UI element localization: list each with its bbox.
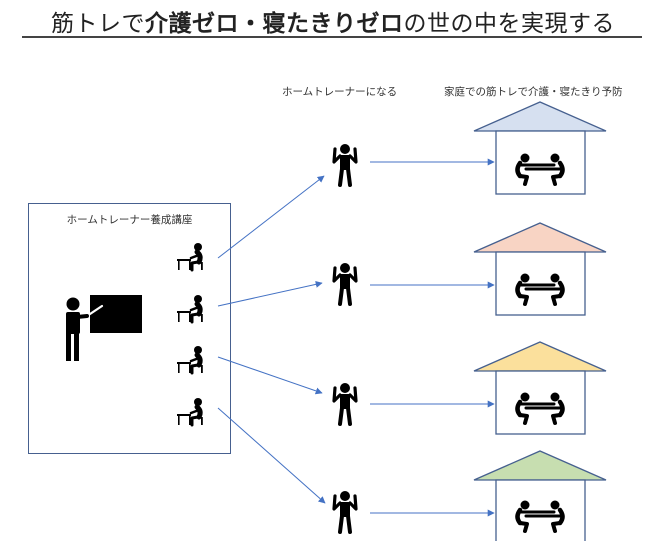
trainer-icon: [332, 381, 358, 426]
title-underline: [22, 36, 642, 38]
course-box: ホームトレーナー養成講座: [28, 203, 231, 454]
student-desk-icon: [177, 398, 203, 425]
title-part-1: 筋トレで: [51, 11, 145, 37]
home-column-label: 家庭での筋トレで介護・寝たきり予防: [444, 86, 623, 98]
house-icon: [473, 101, 607, 195]
house-icon: [473, 450, 607, 541]
house-icon: [473, 341, 607, 435]
house-icon: [473, 222, 607, 316]
arrow: [217, 175, 325, 259]
title-part-3: の世の中を実現する: [403, 11, 615, 37]
trainer-icon: [332, 261, 358, 306]
page-title: 筋トレで介護ゼロ・寝たきりゼロの世の中を実現する: [0, 4, 666, 38]
title-part-2: 介護ゼロ・寝たきりゼロ: [145, 11, 404, 37]
arrow: [217, 356, 323, 395]
trainer-icon: [332, 489, 358, 534]
arrow: [217, 280, 323, 307]
student-desk-icon: [177, 243, 203, 270]
student-desk-icon: [177, 346, 203, 373]
teacher-icon: [66, 295, 142, 361]
trainer-column-label: ホームトレーナーになる: [282, 86, 398, 98]
course-label: ホームトレーナー養成講座: [66, 214, 193, 226]
trainer-icon: [332, 142, 358, 187]
student-desk-icon: [177, 295, 203, 322]
arrow: [217, 407, 326, 504]
